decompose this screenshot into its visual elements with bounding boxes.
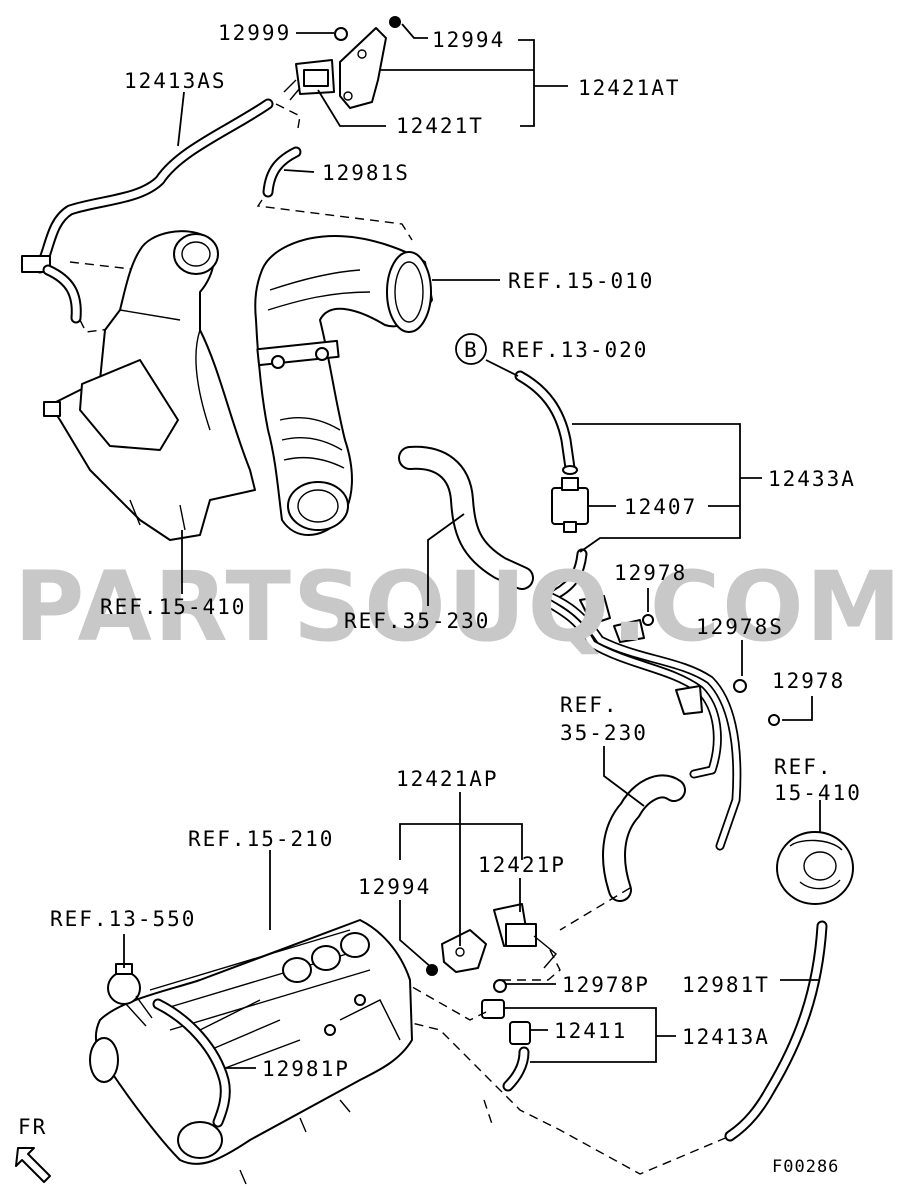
- connection-line: [399, 1019, 731, 1175]
- label-ref-15-410-right-line1: REF.: [774, 755, 833, 779]
- vacuum-hose-12413AS: [21, 98, 274, 324]
- solenoid-valve-assembly-bottom: [426, 903, 557, 993]
- connection-line: [559, 887, 631, 931]
- leader-lines: [123, 23, 821, 1069]
- label-12978-b: 12978: [772, 669, 845, 693]
- label-12994-bottom: 12994: [358, 875, 431, 899]
- label-12981T: 12981T: [682, 973, 770, 997]
- part-labels: 12999 12994 12413AS 12421AT 12421T 12981…: [18, 21, 862, 1177]
- label-ref-13-550: REF.13-550: [50, 907, 196, 931]
- air-cleaner-housing: [43, 230, 256, 541]
- canister-ref-15-410: [776, 831, 854, 905]
- fuel-vapor-canister-ref-13-550: [107, 963, 153, 1027]
- reference-circle-letter: B: [464, 338, 479, 362]
- coolant-hose-ref-35-230-lower: [602, 774, 686, 902]
- label-12978-a: 12978: [614, 561, 687, 585]
- label-12978P: 12978P: [562, 973, 650, 997]
- air-intake-duct: [254, 235, 433, 536]
- reference-circle-b: [455, 333, 487, 365]
- label-12421AP: 12421AP: [396, 767, 499, 791]
- label-12999: 12999: [218, 21, 291, 45]
- label-12411: 12411: [554, 1019, 627, 1043]
- hose-connector-12411: [481, 999, 531, 1092]
- label-ref-35-230-left: REF.35-230: [344, 609, 490, 633]
- label-ref-15-410-right-line2: 15-410: [774, 781, 862, 805]
- vacuum-hose-assembly-12433A: [514, 370, 589, 600]
- vacuum-hose-12981S: [262, 146, 302, 198]
- label-ref-15-010: REF.15-010: [508, 269, 654, 293]
- label-12413A: 12413A: [682, 1025, 770, 1049]
- intake-manifold: [89, 919, 413, 1185]
- label-ref-35-230-right-line2: 35-230: [560, 721, 648, 745]
- front-direction-marker: [15, 1147, 51, 1183]
- connection-line: [399, 979, 487, 1021]
- connection-line: [69, 261, 141, 271]
- figure-code: F00286: [772, 1157, 839, 1177]
- label-ref-35-230-right-line1: REF.: [560, 693, 619, 717]
- watermark: PARTSOUQ.COM: [14, 551, 903, 663]
- label-ref-15-210: REF.15-210: [188, 827, 334, 851]
- label-12421P: 12421P: [478, 853, 566, 877]
- label-12978S: 12978S: [696, 615, 784, 639]
- label-12981P: 12981P: [262, 1057, 350, 1081]
- connection-line: [275, 103, 301, 129]
- label-ref-13-020: REF.13-020: [502, 338, 648, 362]
- coolant-hose-ref-35-230-upper: [398, 445, 534, 590]
- solenoid-valve-assembly-top: [283, 16, 401, 109]
- connection-line: [500, 949, 561, 981]
- label-fr: FR: [18, 1115, 47, 1139]
- label-12433A: 12433A: [768, 467, 856, 491]
- label-12421AT: 12421AT: [578, 76, 681, 100]
- label-12413AS: 12413AS: [124, 69, 227, 93]
- label-12981S: 12981S: [322, 161, 410, 185]
- connection-line: [483, 1099, 493, 1125]
- vacuum-pipe-assembly: [535, 587, 780, 851]
- label-12994-top: 12994: [432, 28, 505, 52]
- connection-line: [256, 199, 413, 241]
- vacuum-hose-12981P: [152, 998, 231, 1128]
- label-12407: 12407: [624, 495, 697, 519]
- vacuum-hose-12981T: [724, 920, 828, 1142]
- label-ref-15-410-left: REF.15-410: [100, 595, 246, 619]
- label-12421T: 12421T: [396, 114, 484, 138]
